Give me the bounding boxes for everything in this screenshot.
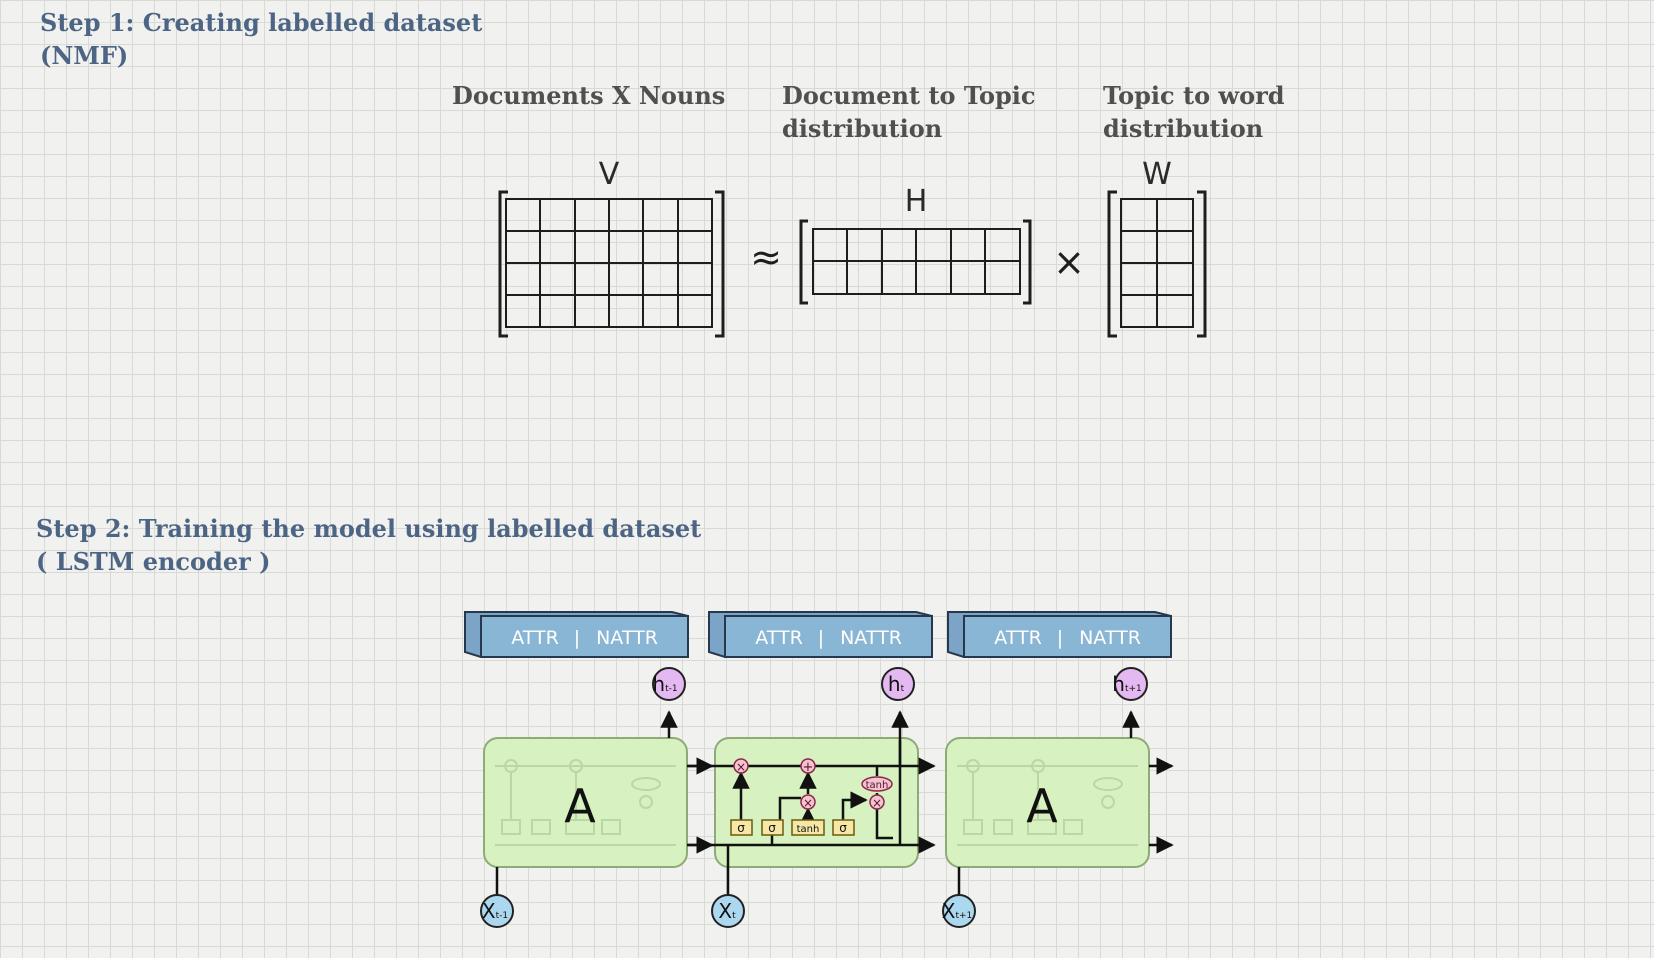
matrix-v-caption-text: Documents X Nouns bbox=[452, 81, 726, 110]
output-node-3: ht+1 bbox=[1112, 667, 1148, 701]
output-mult-symbol: × bbox=[872, 796, 882, 810]
matrix-v-left-bracket bbox=[498, 190, 508, 338]
matrix-w-grid bbox=[1120, 198, 1194, 328]
output-box-1-left: ATTR bbox=[511, 627, 559, 649]
matrix-w-caption-line2: distribution bbox=[1103, 114, 1264, 143]
lstm-connectors bbox=[495, 710, 1174, 896]
matrix-v-grid bbox=[505, 198, 713, 328]
output-box-1-right: NATTR bbox=[596, 627, 658, 649]
input-gate bbox=[761, 819, 784, 836]
step1-heading: Step 1: Creating labelled dataset (NMF) bbox=[40, 6, 482, 72]
matrix-w-caption: Topic to word distribution bbox=[1103, 79, 1285, 145]
matrix-w: W bbox=[1107, 157, 1207, 338]
input-node-1: Xt-1 bbox=[480, 894, 514, 928]
matrix-w-letter: W bbox=[1142, 157, 1172, 192]
lstm-cell-3: A bbox=[945, 737, 1150, 868]
input-mult-symbol: × bbox=[803, 796, 813, 810]
matrix-w-left-bracket bbox=[1107, 190, 1117, 338]
lstm-cell-1: A bbox=[483, 737, 688, 868]
output-gate bbox=[832, 819, 855, 836]
add-node bbox=[800, 758, 816, 774]
input-node-3-text: Xt+1 bbox=[942, 899, 973, 923]
output-box-3: ATTR | NATTR bbox=[947, 611, 1172, 658]
output-box-3-sep: | bbox=[1057, 627, 1063, 649]
lstm-cell-2: × + × tanh × σ σ tanh σ bbox=[688, 710, 936, 900]
matrix-w-caption-line1: Topic to word bbox=[1103, 81, 1285, 110]
matrix-h: H bbox=[799, 184, 1032, 305]
matrix-h-left-bracket bbox=[799, 219, 808, 305]
output-box-1-sep: | bbox=[574, 627, 580, 649]
input-gate-label: σ bbox=[768, 821, 776, 835]
matrix-v-caption: Documents X Nouns bbox=[452, 79, 725, 112]
forget-gate-label: σ bbox=[737, 821, 745, 835]
output-node-2: ht bbox=[881, 667, 915, 701]
step2-title-line1: Step 2: Training the model using labelle… bbox=[36, 514, 702, 543]
matrix-v-right-bracket bbox=[715, 190, 725, 338]
input-node-1-text: Xt-1 bbox=[482, 899, 508, 923]
cell-tanh-label: tanh bbox=[866, 780, 889, 791]
lstm-cell-3-faded-internals bbox=[957, 759, 1138, 846]
matrix-h-caption-line1: Document to Topic bbox=[782, 81, 1036, 110]
matrix-h-grid bbox=[812, 228, 1021, 295]
cell-tanh-node bbox=[861, 776, 893, 792]
forget-mult-node bbox=[733, 758, 749, 774]
input-mult-node bbox=[800, 794, 816, 810]
output-node-2-text: ht bbox=[888, 672, 905, 696]
output-gate-label: σ bbox=[839, 821, 847, 835]
output-box-2-right: NATTR bbox=[840, 627, 902, 649]
matrix-h-letter: H bbox=[905, 184, 928, 219]
step1-title-line1: Step 1: Creating labelled dataset bbox=[40, 8, 483, 37]
add-symbol: + bbox=[803, 760, 814, 775]
output-box-3-left: ATTR bbox=[994, 627, 1042, 649]
step2-title-line2: ( LSTM encoder ) bbox=[36, 547, 271, 576]
forget-mult-symbol: × bbox=[736, 760, 746, 774]
input-node-2: Xt bbox=[711, 894, 745, 928]
approx-symbol: ≈ bbox=[750, 235, 782, 279]
output-box-2-sep: | bbox=[818, 627, 824, 649]
lstm-cell-3-label: A bbox=[1026, 779, 1058, 833]
lstm-cell-1-faded-internals bbox=[495, 759, 676, 846]
candidate-gate bbox=[791, 819, 825, 836]
matrix-h-right-bracket bbox=[1023, 219, 1032, 305]
output-node-3-text: ht+1 bbox=[1112, 672, 1141, 696]
output-box-3-right: NATTR bbox=[1079, 627, 1141, 649]
matrix-h-caption-line2: distribution bbox=[782, 114, 943, 143]
lstm-cell-1-label: A bbox=[564, 779, 596, 833]
input-node-3: Xt+1 bbox=[942, 894, 976, 928]
matrix-v: V bbox=[498, 157, 725, 338]
matrix-v-letter: V bbox=[599, 157, 620, 192]
input-node-2-text: Xt bbox=[718, 899, 736, 923]
step2-heading: Step 2: Training the model using labelle… bbox=[36, 512, 701, 578]
output-box-1: ATTR | NATTR bbox=[464, 611, 689, 658]
forget-gate bbox=[730, 819, 753, 836]
candidate-gate-label: tanh bbox=[797, 824, 820, 835]
nmf-diagram: V ≈ H bbox=[498, 157, 1207, 338]
step1-title-line2: (NMF) bbox=[40, 41, 129, 70]
output-node-1-text: ht-1 bbox=[652, 672, 677, 696]
lstm-cell-2-gates: × + × tanh × σ σ tanh σ bbox=[730, 758, 893, 836]
output-node-1: ht-1 bbox=[652, 667, 686, 701]
matrix-w-right-bracket bbox=[1197, 190, 1207, 338]
output-mult-node bbox=[869, 794, 885, 810]
output-box-2-left: ATTR bbox=[755, 627, 803, 649]
times-symbol: × bbox=[1053, 240, 1085, 284]
output-box-2: ATTR | NATTR bbox=[708, 611, 933, 658]
matrix-h-caption: Document to Topic distribution bbox=[782, 79, 1036, 145]
